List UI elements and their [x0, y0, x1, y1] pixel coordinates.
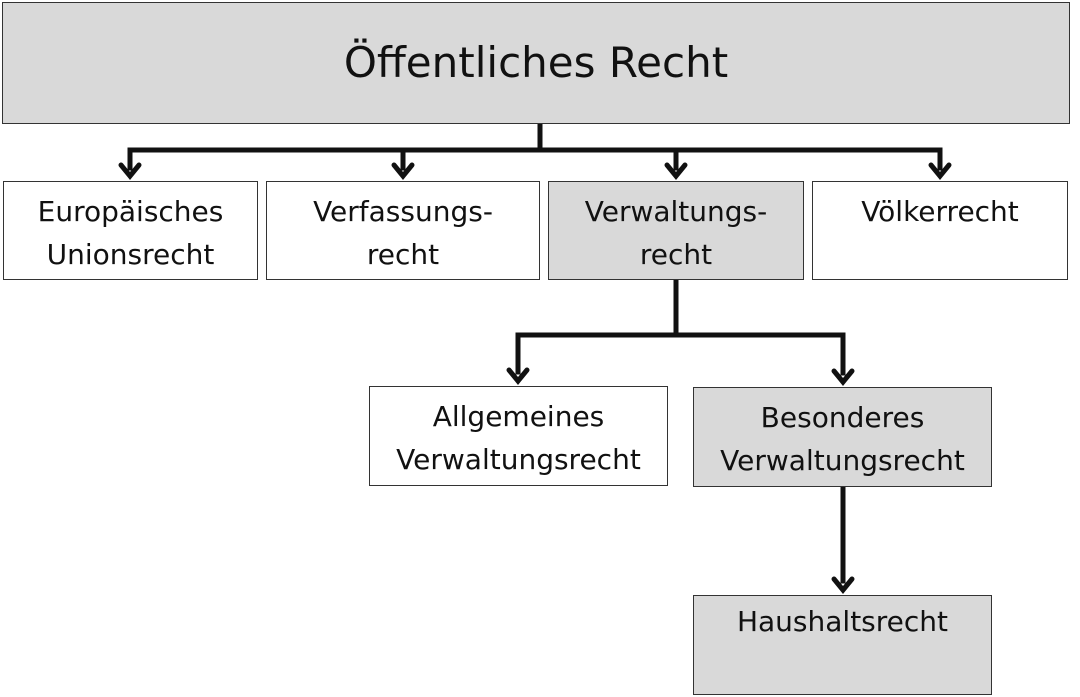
box-label: Öffentliches Recht	[343, 38, 729, 87]
box-label: Völkerrecht	[861, 195, 1019, 228]
box-label: Europäisches Unionsrecht	[37, 195, 224, 271]
box-label: Verfassungs- recht	[313, 195, 493, 271]
arrowhead-hr	[831, 576, 855, 594]
box-label: Haushaltsrecht	[736, 605, 949, 638]
box-label: Besonderes Verwaltungsrecht	[720, 401, 965, 477]
box-voelkerrecht: Völkerrecht	[812, 181, 1068, 280]
arrowhead-vr	[928, 162, 952, 180]
box-label: Verwaltungs- recht	[584, 195, 768, 271]
box-verwaltungsrecht: Verwaltungs- recht	[548, 181, 804, 280]
box-oeffentliches-recht: Öffentliches Recht	[2, 2, 1070, 124]
box-allgemeines-verwaltungsrecht: Allgemeines Verwaltungsrecht	[369, 386, 668, 486]
arrowhead-bvr	[831, 368, 855, 386]
arrowhead-avr	[506, 367, 530, 385]
arrowhead-vf	[391, 162, 415, 180]
box-haushaltsrecht: Haushaltsrecht	[693, 595, 992, 695]
box-europaeisches-unionsrecht: Europäisches Unionsrecht	[3, 181, 258, 280]
arrowhead-eu	[118, 162, 142, 180]
box-label: Allgemeines Verwaltungsrecht	[396, 400, 641, 476]
arrowhead-vw	[664, 162, 688, 180]
box-besonderes-verwaltungsrecht: Besonderes Verwaltungsrecht	[693, 387, 992, 487]
box-verfassungsrecht: Verfassungs- recht	[266, 181, 540, 280]
